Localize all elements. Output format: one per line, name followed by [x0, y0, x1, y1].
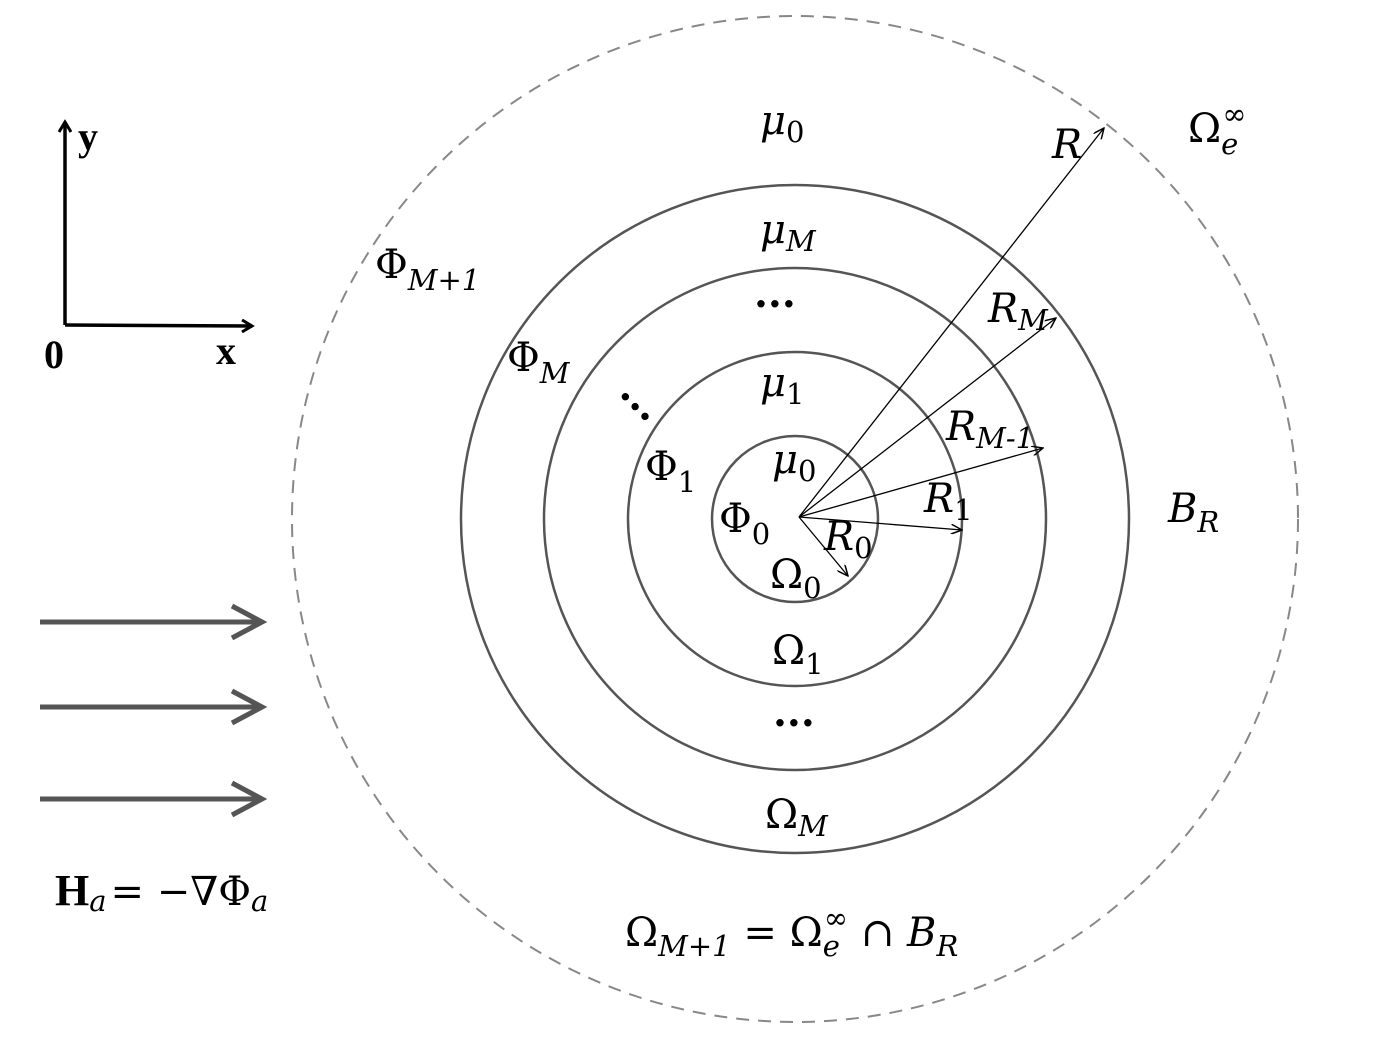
phi-M+1-label: ΦM+1	[375, 242, 480, 297]
bounding-circle-R	[291, 15, 1299, 1023]
circle-R-M	[459, 183, 1131, 855]
ellipsis-bottom: ···	[773, 700, 815, 747]
R-M-1-label: RM-1	[945, 404, 1034, 455]
omega-e-infinity-label: Ωe∞	[1188, 97, 1247, 161]
y-axis-label: y	[78, 114, 98, 159]
circle-R-M-1	[542, 266, 1048, 772]
phi-1-label: Φ1	[645, 444, 696, 499]
circle-R-1	[626, 350, 964, 688]
applied-field-equation: Ha= −∇Φa	[55, 866, 268, 918]
phi-M-label: ΦM	[507, 335, 571, 390]
radius-arrow-R-M	[798, 318, 1056, 518]
omega-0-label: Ω0	[770, 552, 822, 605]
applied-field-arrows	[40, 603, 268, 818]
x-axis-label: x	[216, 328, 236, 373]
mu-1-label: μ1	[760, 360, 804, 411]
origin-label: 0	[44, 332, 64, 377]
phi-0-label: Φ0	[719, 496, 770, 551]
ellipsis-top: ···	[754, 281, 796, 328]
circle-R-0	[710, 434, 880, 604]
radius-arrow-R	[798, 128, 1104, 518]
coordinate-axes: y x 0	[44, 114, 252, 377]
omega-1-label: Ω1	[772, 628, 824, 681]
B-R-label: BR	[1167, 486, 1219, 539]
R-M-label: RM	[987, 286, 1049, 337]
mu-M-label: μM	[760, 207, 817, 258]
ellipsis-left: ···	[604, 375, 667, 438]
omega-M-label: ΩM	[765, 792, 829, 843]
mu-0-label: μ0	[772, 437, 816, 488]
R-label: R	[1051, 122, 1082, 168]
R-1-label: R1	[923, 476, 973, 527]
x-axis	[64, 325, 252, 326]
bottom-equation: ΩM+1 = Ωe∞ ∩ BR	[625, 901, 958, 963]
R-0-label: R0	[823, 514, 873, 565]
radius-arrow-R-M-1	[798, 448, 1043, 518]
radius-arrow-R-1	[798, 516, 962, 530]
radius-arrow-R-0	[798, 516, 848, 576]
radius-arrows	[798, 128, 1104, 576]
mu-outer-label: μ0	[760, 98, 804, 149]
